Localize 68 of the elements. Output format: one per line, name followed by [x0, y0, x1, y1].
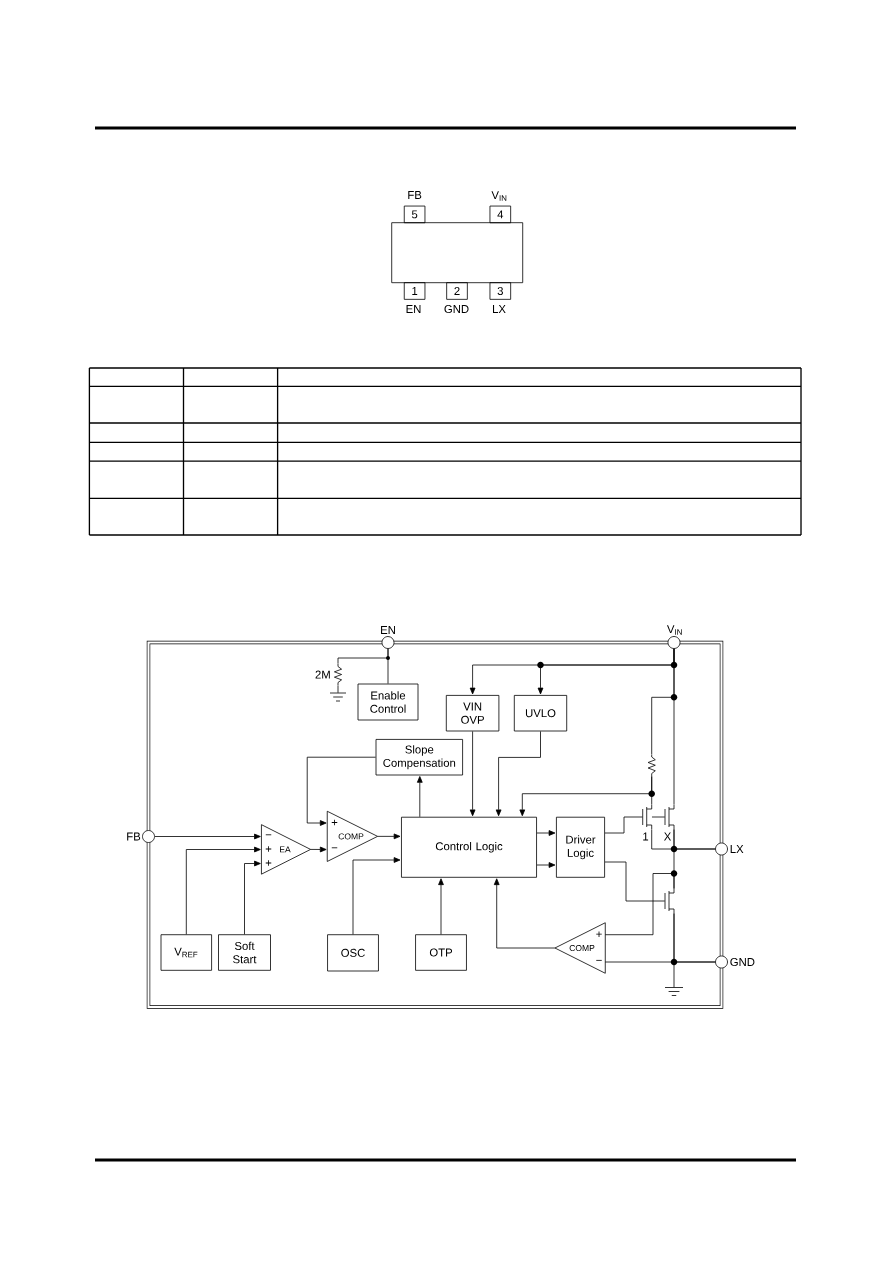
pin-terminal	[142, 830, 155, 843]
pin-box: 5	[403, 205, 426, 224]
function-block: UVLO	[513, 695, 568, 732]
arrow	[536, 862, 556, 868]
arrow	[536, 830, 556, 836]
resistor-symbol	[334, 663, 342, 686]
arrow	[377, 833, 401, 840]
transistor-label: X	[664, 832, 672, 841]
ground-symbol	[329, 692, 347, 702]
pin-label: FB	[408, 191, 422, 199]
wire	[604, 961, 716, 963]
pin-box: 2	[446, 282, 468, 300]
pin-label: FB	[127, 832, 141, 841]
comparator-triangle: COMP + −	[554, 922, 606, 974]
pin-label: EN	[406, 305, 421, 313]
arrow	[154, 833, 261, 840]
function-block: Soft Start	[218, 934, 271, 971]
arrow	[416, 776, 423, 818]
arrow	[495, 731, 541, 817]
transistor-label: 1	[643, 832, 649, 841]
wire	[604, 816, 643, 834]
function-block: V$_{REF}$	[160, 934, 212, 971]
pin-label: GND	[444, 305, 469, 313]
wire	[604, 873, 675, 936]
pin-terminal	[715, 955, 728, 969]
wire	[337, 648, 389, 665]
function-block: Slope Compensation	[375, 739, 463, 776]
pin-label: LX	[730, 845, 744, 853]
arrow	[244, 860, 261, 935]
function-block: Control Logic	[401, 816, 537, 878]
pin-label: V$_{IN}$	[666, 625, 682, 635]
comparator-triangle: COMP + −	[326, 810, 378, 862]
pin-label: GND	[730, 958, 755, 966]
pin-terminal	[667, 636, 681, 649]
pin-box: 3	[489, 282, 512, 300]
transistor-symbol	[642, 804, 653, 830]
transistor-symbol	[664, 804, 675, 830]
wire	[337, 684, 339, 694]
pin-label: EN	[381, 626, 395, 634]
function-block: Enable Control	[357, 683, 419, 721]
package-outline	[391, 222, 524, 284]
function-block: Driver Logic	[556, 816, 605, 878]
amplifier-triangle: EA − + +	[261, 824, 311, 875]
arrow	[519, 775, 653, 817]
pin-box: 4	[489, 205, 512, 224]
function-block: OSC	[327, 934, 379, 972]
arrow	[185, 846, 261, 935]
arrow	[438, 878, 444, 935]
arrow	[306, 756, 376, 826]
wire	[673, 648, 675, 806]
pin-label: V$_{IN}$	[491, 191, 507, 201]
wire	[604, 861, 666, 902]
pin-terminal	[381, 636, 395, 649]
pin-box: 1	[403, 282, 426, 300]
resistor-symbol	[647, 754, 656, 777]
arrow	[310, 846, 327, 853]
ground-symbol	[664, 987, 684, 996]
function-block: VIN OVP	[445, 695, 500, 732]
wire	[673, 912, 675, 988]
pin-terminal	[715, 842, 728, 856]
pin-label: LX	[493, 305, 506, 313]
arrow	[469, 731, 476, 817]
function-block: OTP	[415, 934, 467, 971]
wire	[651, 816, 666, 818]
transistor-symbol	[664, 888, 675, 914]
arrow	[352, 857, 401, 935]
resistor-value: 2M	[315, 670, 330, 679]
arrow	[493, 878, 556, 949]
